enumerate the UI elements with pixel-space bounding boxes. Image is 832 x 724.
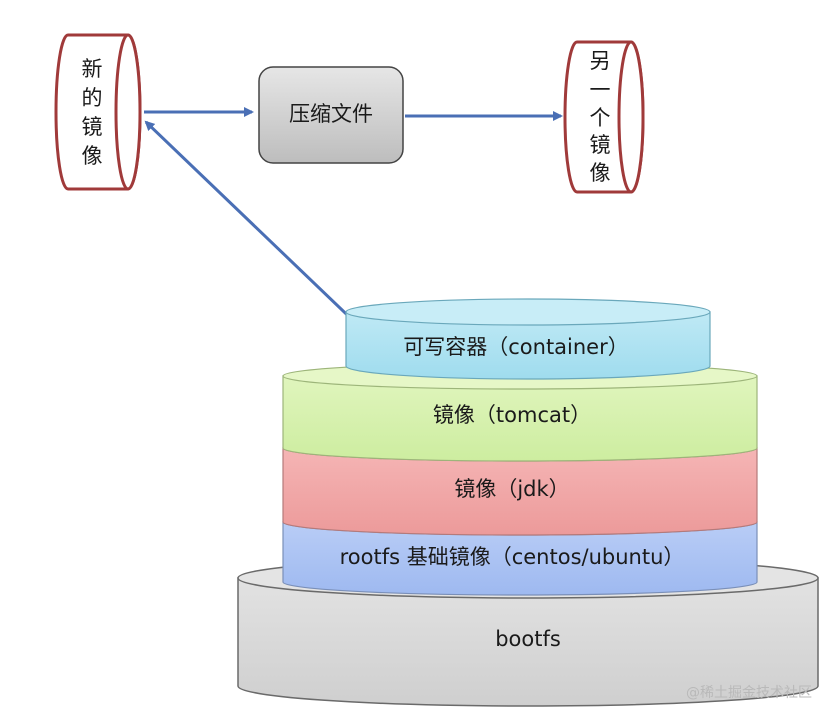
layer-tomcat-label: 镜像（tomcat） xyxy=(433,403,591,427)
layer-bootfs-label: bootfs xyxy=(495,627,561,651)
other-image-char: 像 xyxy=(590,161,611,185)
other-image-char: 另 xyxy=(590,49,611,73)
layer-jdk-label: 镜像（jdk） xyxy=(454,477,569,501)
arrow-container-to-new-image xyxy=(144,120,366,333)
layer-rootfs-label: rootfs 基础镜像（centos/ubuntu） xyxy=(340,545,685,569)
new-image-cylinder: 新 的 镜 像 xyxy=(54,33,142,191)
layer-container: 可写容器（container） xyxy=(345,298,711,380)
new-image-char: 镜 xyxy=(82,115,103,139)
watermark-text: @稀土掘金技术社区 xyxy=(686,685,812,701)
archive-label: 压缩文件 xyxy=(289,102,373,126)
new-image-char: 新 xyxy=(82,57,103,81)
archive-box: 压缩文件 xyxy=(258,66,404,164)
new-image-char: 的 xyxy=(82,86,103,110)
other-image-char: 一 xyxy=(590,78,611,102)
layer-container-label: 可写容器（container） xyxy=(403,335,629,359)
new-image-char: 像 xyxy=(82,144,103,168)
other-image-char: 镜 xyxy=(590,133,611,157)
other-image-char: 个 xyxy=(590,106,611,130)
other-image-cylinder: 另 一 个 镜 像 xyxy=(563,40,645,194)
